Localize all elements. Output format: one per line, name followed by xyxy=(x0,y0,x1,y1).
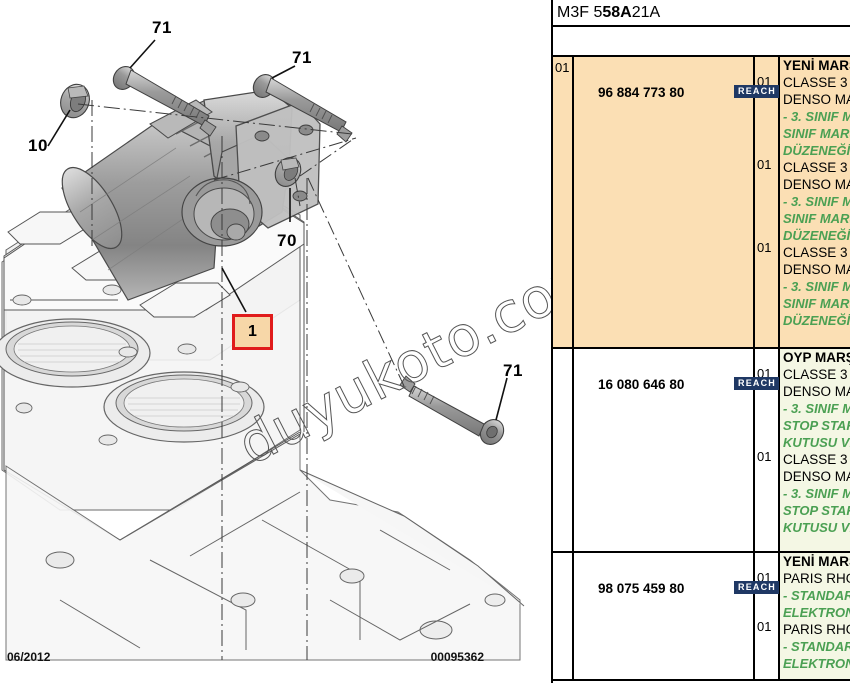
group-quantity xyxy=(553,349,574,551)
part-number-cell[interactable]: 16 080 646 80 REACH xyxy=(574,349,780,551)
group-quantity: 01 xyxy=(553,57,574,347)
variant-note: SINIF MARŞ xyxy=(783,296,850,311)
description-cell: YENİ MARŞ PARIS RHO - STANDAR ELEKTRON P… xyxy=(780,553,850,679)
variant-line: CLASSE 3 xyxy=(783,245,848,260)
variant-line: DENSO MA xyxy=(783,92,850,107)
exploded-view-diagram xyxy=(0,39,525,661)
part-70-bush xyxy=(274,157,302,187)
variant-note: SINIF MARŞ xyxy=(783,126,850,141)
variant-line: DENSO MA xyxy=(783,262,850,277)
variant-note: - 3. SINIF M xyxy=(783,279,850,294)
bolt-71-lower-right xyxy=(399,375,505,445)
bolt-71-upper-right xyxy=(252,74,353,143)
variant-note: STOP STAR xyxy=(783,418,850,433)
variant-quantity: 01 xyxy=(757,240,772,255)
callout-71-upper-right: 71 xyxy=(292,48,312,67)
parts-table-pane: M3F 5 58A 21A 01 96 884 773 80 REACH 01 … xyxy=(551,0,850,683)
header-prefix: M3F 5 xyxy=(557,3,603,21)
variant-line: CLASSE 3 xyxy=(783,75,848,90)
selected-part-reference-label: 1 xyxy=(248,323,257,340)
variant-title: YENİ MARŞ xyxy=(783,58,850,73)
variant-quantity: 01 xyxy=(757,619,772,634)
part-number-cell[interactable]: 96 884 773 80 REACH xyxy=(574,57,780,347)
part-number: 98 075 459 80 xyxy=(598,581,685,596)
table-header: M3F 5 58A 21A xyxy=(553,0,850,27)
variant-note: - 3. SINIF M xyxy=(783,401,850,416)
variant-note: - 3. SINIF M xyxy=(783,486,850,501)
part-number: 16 080 646 80 xyxy=(598,377,685,392)
variant-quantity: 01 xyxy=(757,157,772,172)
variant-line: CLASSE 3 xyxy=(783,160,848,175)
callout-71-top: 71 xyxy=(152,18,172,37)
callout-10: 10 xyxy=(28,136,48,155)
variant-note: - 3. SINIF M xyxy=(783,109,850,124)
variant-line: DENSO MA xyxy=(783,469,850,484)
reach-badge: REACH xyxy=(734,581,780,594)
variant-note: KUTUSU VE xyxy=(783,520,850,535)
description-cell: OYP MARŞ CLASSE 3 DENSO MA - 3. SINIF M … xyxy=(780,349,850,551)
variant-note: ELEKTRON xyxy=(783,605,850,620)
variant-quantity: 01 xyxy=(757,449,772,464)
variant-title: YENİ MARŞ xyxy=(783,554,850,569)
variant-note: ELEKTRON xyxy=(783,656,850,671)
variant-line: CLASSE 3 xyxy=(783,367,848,382)
variant-note: KUTUSU VE xyxy=(783,435,850,450)
bolt-71-top xyxy=(112,66,217,137)
variant-line: PARIS RHO xyxy=(783,622,850,637)
variant-line: DENSO MA xyxy=(783,177,850,192)
variant-line: PARIS RHO xyxy=(783,571,850,586)
variant-note: DÜZENEĞİ xyxy=(783,228,850,243)
reach-badge: REACH xyxy=(734,85,780,98)
part-10-bush xyxy=(60,83,90,119)
part-number: 96 884 773 80 xyxy=(598,85,685,100)
variant-note: STOP STAR xyxy=(783,503,850,518)
table-subheader-row xyxy=(553,27,850,57)
variant-title: OYP MARŞ xyxy=(783,350,850,365)
group-quantity xyxy=(553,553,574,679)
part-number-cell[interactable]: 98 075 459 80 REACH xyxy=(574,553,780,679)
variant-quantity-column: 01 01 01 xyxy=(755,57,780,347)
selected-part-reference-box[interactable]: 1 xyxy=(232,314,273,350)
variant-note: - STANDAR xyxy=(783,639,850,654)
technical-drawing: 71 71 10 70 71 1 duyukoto.com 06/2012 00… xyxy=(0,18,551,664)
table-row[interactable]: 16 080 646 80 REACH 01 01 OYP MARŞ CLASS… xyxy=(553,349,850,553)
header-suffix: 21A xyxy=(631,3,661,21)
variant-note: DÜZENEĞİ xyxy=(783,313,850,328)
table-row[interactable]: 98 075 459 80 REACH 01 01 YENİ MARŞ PARI… xyxy=(553,553,850,681)
callout-70: 70 xyxy=(277,231,297,250)
table-row[interactable]: 01 96 884 773 80 REACH 01 01 01 YENİ MAR… xyxy=(553,57,850,349)
drawing-code: 00095362 xyxy=(430,650,484,664)
reach-badge: REACH xyxy=(734,377,780,390)
description-cell: YENİ MARŞ CLASSE 3 DENSO MA - 3. SINIF M… xyxy=(780,57,850,347)
variant-note: - 3. SINIF M xyxy=(783,194,850,209)
variant-note: SINIF MARŞ xyxy=(783,211,850,226)
variant-line: CLASSE 3 xyxy=(783,452,848,467)
callout-71-lower-right: 71 xyxy=(503,361,523,380)
variant-note: - STANDAR xyxy=(783,588,850,603)
variant-quantity-column: 01 01 xyxy=(755,553,780,679)
variant-line: DENSO MA xyxy=(783,384,850,399)
drawing-date: 06/2012 xyxy=(7,650,51,664)
variant-note: DÜZENEĞİ xyxy=(783,143,850,158)
header-code: 58A xyxy=(602,3,632,21)
